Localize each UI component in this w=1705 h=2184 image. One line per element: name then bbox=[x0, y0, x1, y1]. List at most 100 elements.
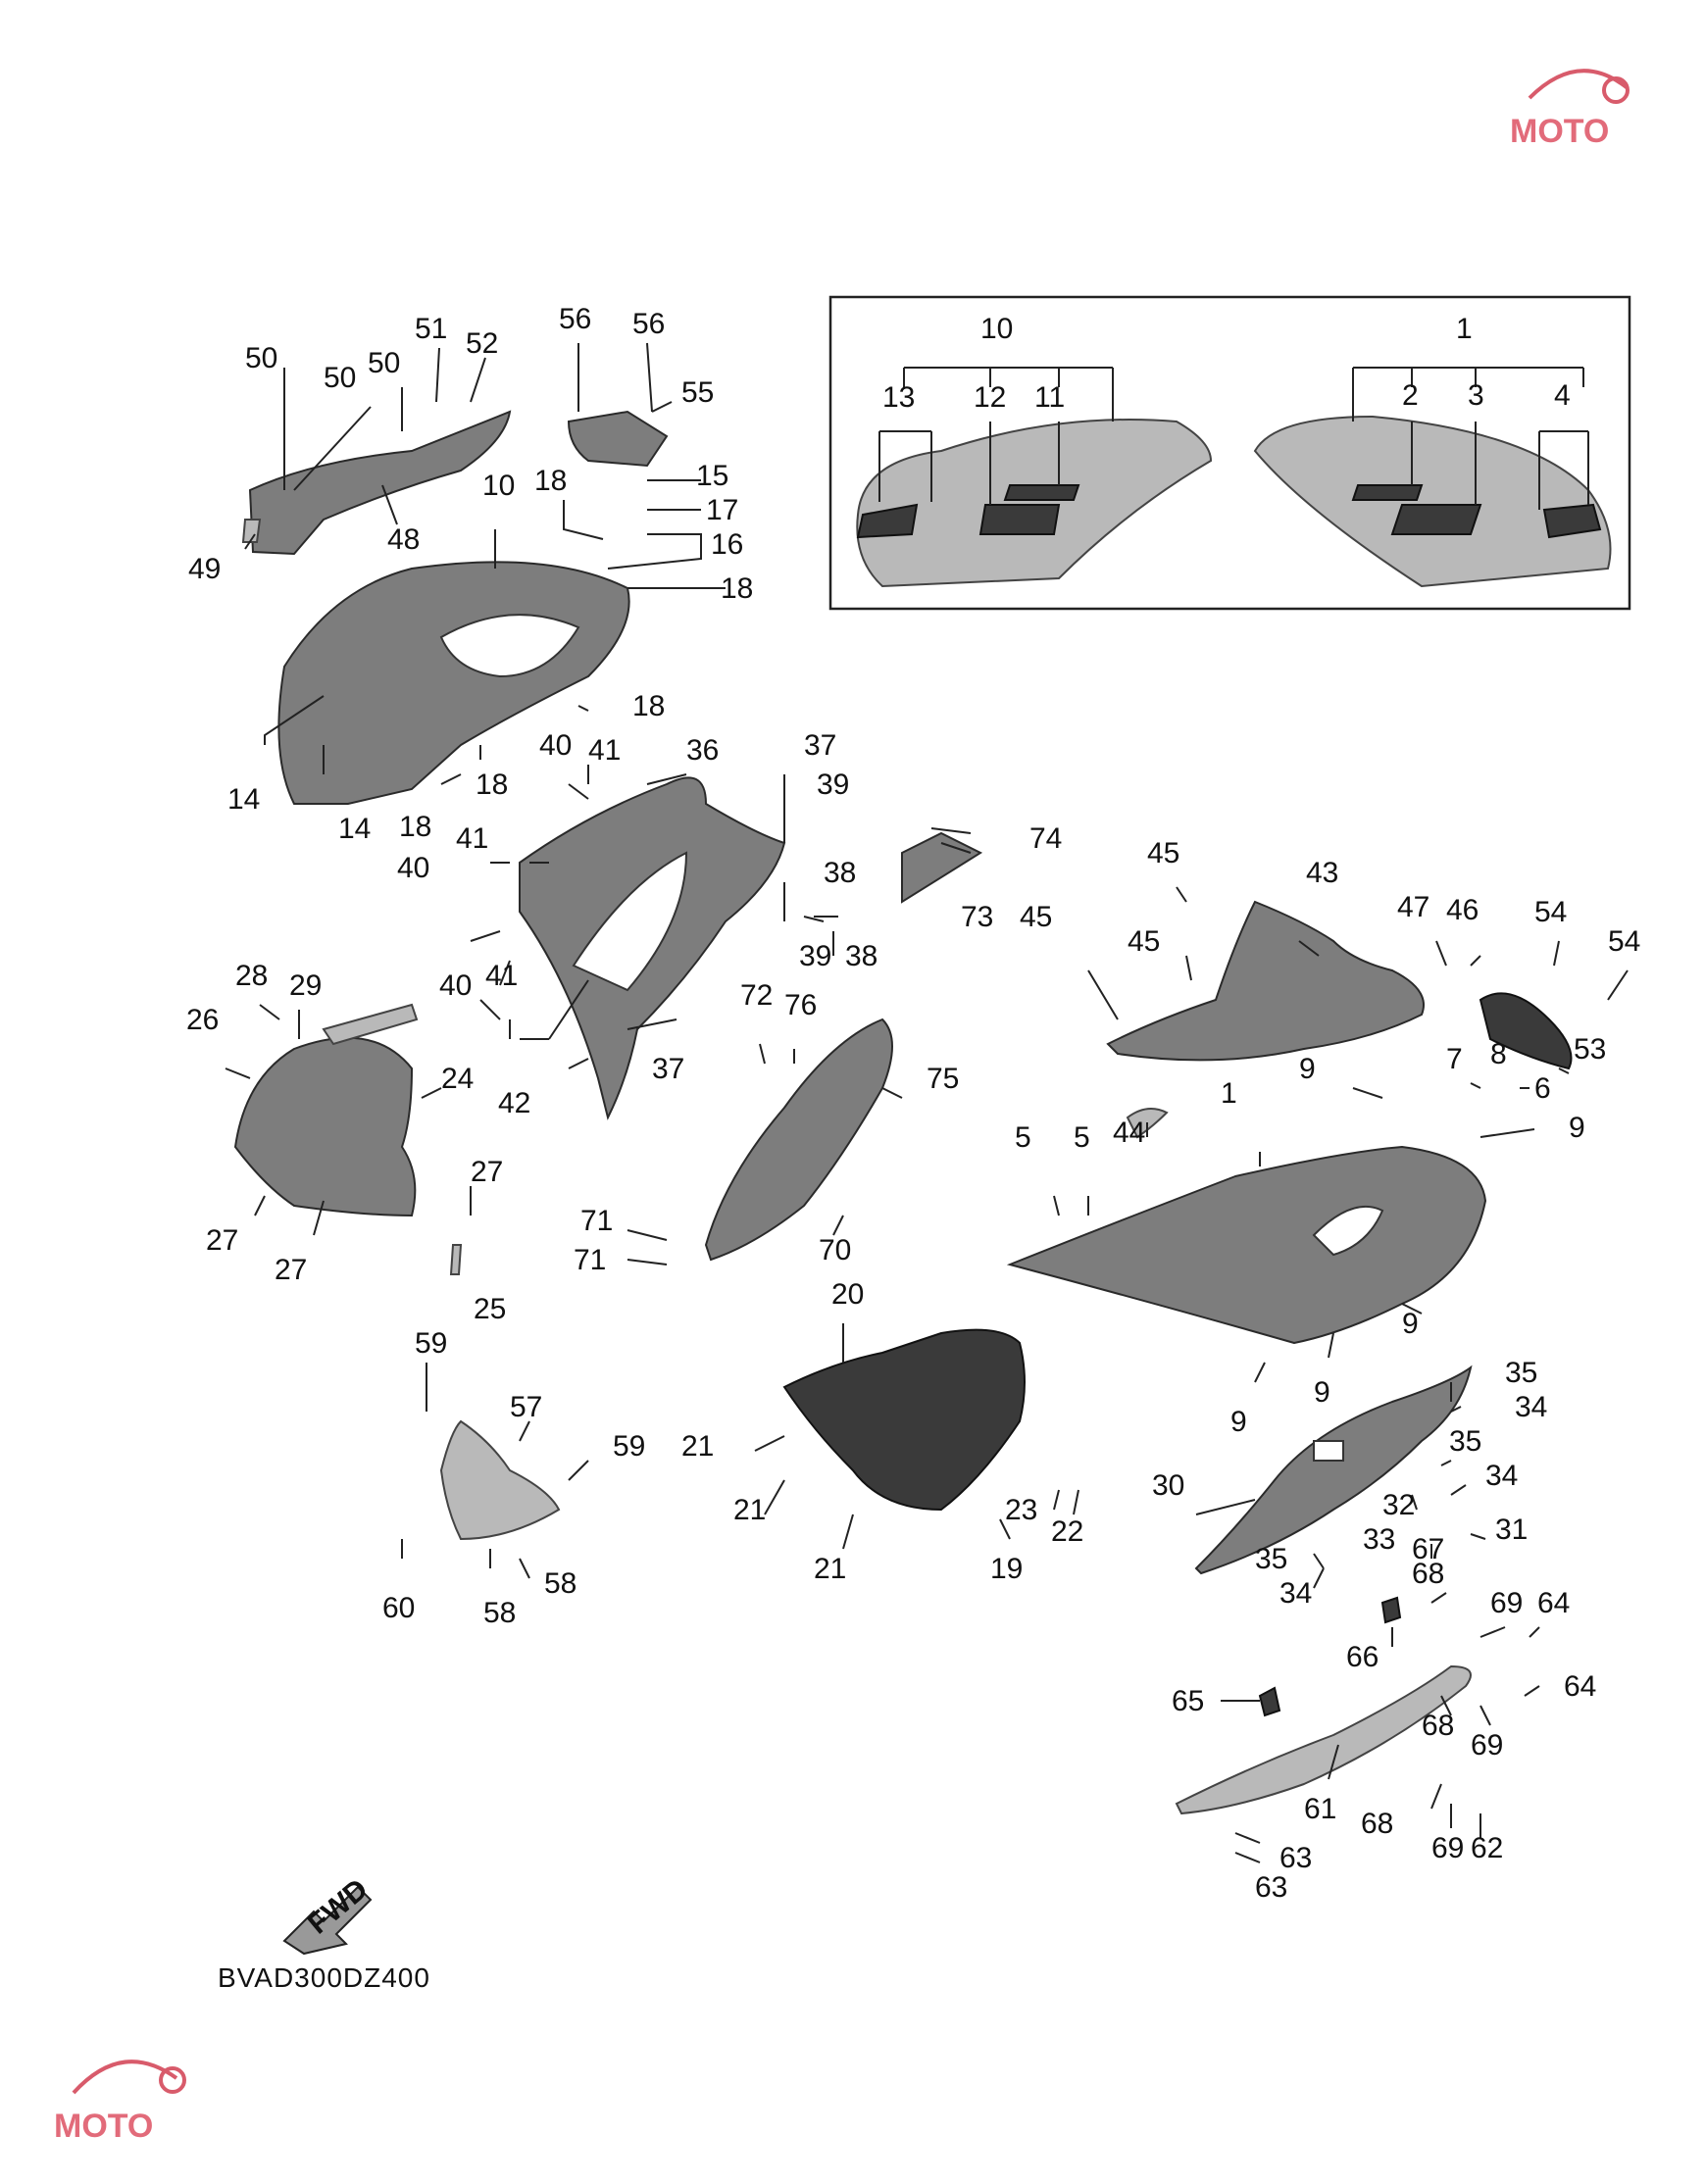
callout-label: 49 bbox=[188, 553, 221, 585]
callout-label: 43 bbox=[1306, 857, 1338, 889]
inset-callout-labels: 10 13 12 11 1 2 3 4 bbox=[882, 313, 1571, 414]
inset-callout-label: 2 bbox=[1402, 379, 1419, 412]
fwd-arrow: FWD bbox=[282, 1872, 374, 1956]
callout-label: 14 bbox=[227, 783, 260, 816]
callout-label: 17 bbox=[706, 494, 738, 526]
callout-label: 76 bbox=[784, 989, 817, 1021]
callout-labels: 50 50 50 51 52 56 56 55 49 48 10 18 15 1… bbox=[186, 303, 1640, 1904]
callout-label: 52 bbox=[466, 327, 498, 360]
inset-callout-label: 12 bbox=[974, 381, 1006, 414]
part-55 bbox=[567, 410, 669, 468]
watermark-text: MOTO bbox=[1510, 113, 1609, 150]
inset-callout-label: 3 bbox=[1468, 379, 1484, 412]
side-cowling-left-inset bbox=[856, 419, 1213, 588]
callout-label: 50 bbox=[324, 362, 356, 394]
callout-label: 60 bbox=[382, 1592, 415, 1624]
callout-label: 46 bbox=[1446, 894, 1479, 926]
callout-label: 69 bbox=[1431, 1832, 1464, 1864]
side-cowling-right-inset bbox=[1253, 415, 1612, 588]
fwd-arrow-icon bbox=[282, 1885, 373, 1956]
graphic-13 bbox=[856, 503, 919, 539]
callout-label: 27 bbox=[275, 1254, 307, 1286]
callout-label: 20 bbox=[831, 1278, 864, 1311]
callout-label: 64 bbox=[1537, 1587, 1570, 1619]
part-65 bbox=[1258, 1686, 1281, 1717]
callout-label: 59 bbox=[613, 1430, 645, 1463]
callout-label: 9 bbox=[1299, 1053, 1316, 1085]
callout-label: 16 bbox=[711, 528, 743, 561]
callout-label: 25 bbox=[474, 1293, 506, 1325]
callout-label: 65 bbox=[1172, 1685, 1204, 1717]
callout-label: 24 bbox=[441, 1063, 474, 1095]
callout-label: 5 bbox=[1015, 1121, 1031, 1154]
watermark-top-right: MOTO bbox=[1510, 69, 1630, 150]
callout-label: 40 bbox=[439, 969, 472, 1002]
callout-label: 56 bbox=[559, 303, 591, 335]
callout-label: 68 bbox=[1361, 1808, 1393, 1840]
callout-label: 68 bbox=[1422, 1710, 1454, 1742]
callout-label: 21 bbox=[814, 1553, 846, 1585]
callout-label: 10 bbox=[482, 470, 515, 502]
part-24-duct bbox=[233, 1036, 417, 1217]
inset-panel bbox=[828, 295, 1631, 611]
callout-label: 32 bbox=[1382, 1489, 1415, 1521]
inset-leader-group-1 bbox=[1352, 367, 1589, 510]
callout-label: 69 bbox=[1471, 1729, 1503, 1762]
callout-label: 45 bbox=[1128, 925, 1160, 958]
inset-callout-label: 10 bbox=[980, 313, 1013, 345]
callout-label: 54 bbox=[1534, 896, 1567, 928]
callout-label: 9 bbox=[1402, 1308, 1419, 1340]
part-1-vent bbox=[1312, 1205, 1384, 1257]
callout-label: 58 bbox=[544, 1567, 577, 1600]
callout-label: 27 bbox=[471, 1156, 503, 1188]
inset-leader-group-10 bbox=[878, 367, 1114, 505]
part-10-opening bbox=[439, 614, 580, 678]
callout-label: 69 bbox=[1490, 1587, 1523, 1619]
callout-label: 23 bbox=[1005, 1494, 1037, 1526]
graphic-4 bbox=[1542, 503, 1602, 539]
inset-callout-label: 1 bbox=[1456, 313, 1473, 345]
callout-label: 71 bbox=[580, 1205, 613, 1237]
part-70-inner-cover bbox=[704, 1018, 893, 1262]
leader-lines bbox=[225, 342, 1629, 1863]
callout-label: 34 bbox=[1485, 1460, 1518, 1492]
part-43-upper-panel bbox=[1106, 900, 1425, 1062]
callout-label: 35 bbox=[1505, 1357, 1537, 1389]
callout-label: 29 bbox=[289, 969, 322, 1002]
callout-label: 68 bbox=[1412, 1558, 1444, 1590]
callout-label: 39 bbox=[799, 940, 831, 972]
callout-label: 63 bbox=[1255, 1871, 1287, 1904]
callout-label: 55 bbox=[681, 376, 714, 409]
callout-label: 37 bbox=[804, 729, 836, 762]
callout-label: 66 bbox=[1346, 1641, 1379, 1673]
graphic-2 bbox=[1351, 484, 1424, 501]
watermark-bottom-left: MOTO bbox=[54, 2060, 186, 2145]
callout-label: 14 bbox=[338, 813, 371, 845]
callout-label: 56 bbox=[632, 308, 665, 340]
part-48-inner-panel bbox=[248, 410, 512, 556]
callout-label: 64 bbox=[1564, 1670, 1596, 1703]
callout-label: 34 bbox=[1279, 1577, 1312, 1610]
callout-label: 9 bbox=[1569, 1112, 1585, 1144]
callout-label: 28 bbox=[235, 960, 268, 992]
callout-label: 41 bbox=[485, 960, 518, 992]
part-30-lower-cowl bbox=[1194, 1365, 1473, 1575]
callout-label: 45 bbox=[1020, 901, 1052, 933]
callout-label: 42 bbox=[498, 1087, 530, 1119]
callout-label: 5 bbox=[1074, 1121, 1090, 1154]
callout-label: 37 bbox=[652, 1053, 684, 1085]
watermark-swoosh bbox=[1528, 69, 1630, 100]
callout-label: 7 bbox=[1446, 1043, 1463, 1075]
callout-label: 9 bbox=[1314, 1376, 1330, 1409]
diagram-code: BVAD300DZ400 bbox=[218, 1962, 430, 1993]
callout-label: 19 bbox=[990, 1553, 1023, 1585]
callout-label: 18 bbox=[534, 465, 567, 497]
callout-label: 21 bbox=[733, 1494, 766, 1526]
callout-label: 71 bbox=[574, 1244, 606, 1276]
callout-label: 62 bbox=[1471, 1832, 1503, 1864]
inset-callout-label: 11 bbox=[1034, 381, 1065, 414]
callout-label: 70 bbox=[819, 1234, 851, 1266]
watermark-text: MOTO bbox=[54, 2108, 153, 2145]
part-66 bbox=[1380, 1596, 1402, 1624]
